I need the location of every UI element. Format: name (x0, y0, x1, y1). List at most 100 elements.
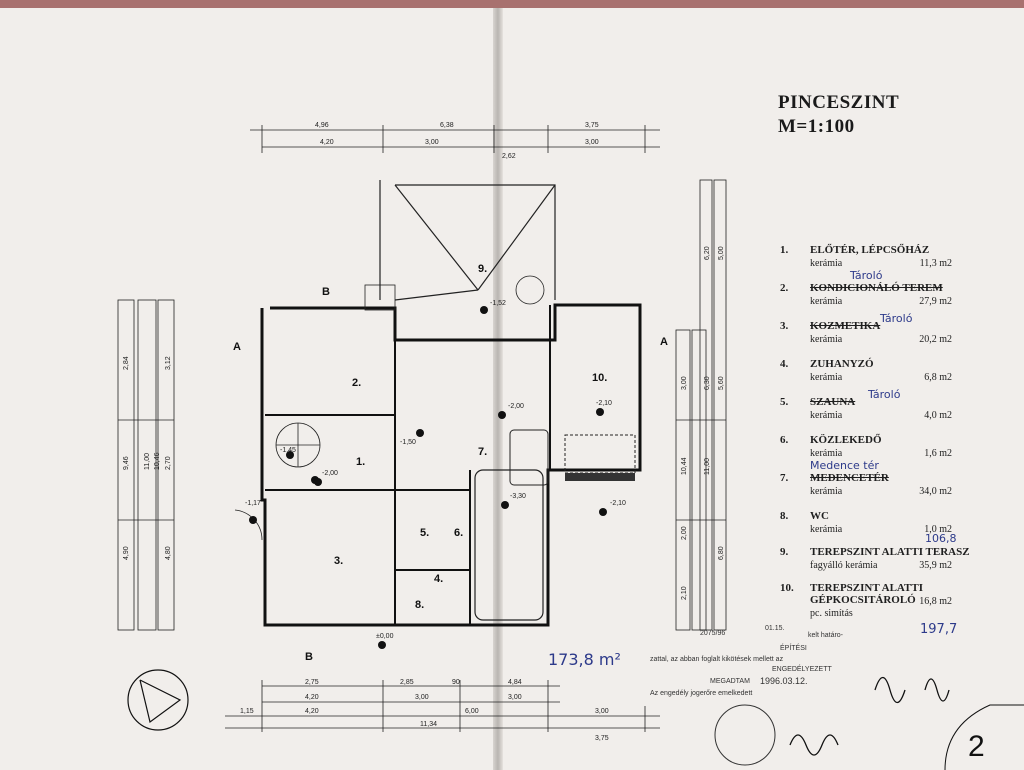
dim-left-8: 4,80 (165, 546, 172, 560)
dim-bottom-1: 2,75 (305, 679, 319, 686)
legend-item-4: 4. ZUHANYZÓ kerámia 6,8 m2 (780, 358, 980, 388)
legend-name: KOZMETIKA (810, 320, 881, 332)
legend-num: 2. (780, 282, 789, 294)
dim-bottom-total: 11,34 (420, 721, 437, 728)
dim-right-1: 6,20 (704, 246, 711, 260)
legend-name: KÖZLEKEDŐ (810, 434, 882, 446)
legend-material: kerámia (810, 296, 843, 307)
legend-material: kerámia (810, 448, 843, 459)
page-corner (944, 704, 1024, 770)
dim-bottom-11: 3,00 (595, 708, 609, 715)
legend-material: kerámia (810, 524, 843, 535)
legend-item-2: 2. KONDICIONÁLÓ TEREM kerámia 27,9 m2 Tá… (780, 269, 980, 312)
legend-note: Medence tér (810, 459, 879, 472)
legend-note: Tároló (880, 312, 913, 325)
dim-top-7: 3,00 (585, 139, 599, 146)
room-label-6: 6. (454, 527, 463, 539)
dim-right-2: 5,00 (718, 246, 725, 260)
pool-steps (509, 429, 549, 486)
dim-right-4: 5,60 (718, 376, 725, 390)
stamp-line4: ENGEDÉLYEZETT (772, 666, 832, 673)
page-number: 2 (968, 730, 985, 763)
legend-material: kerámia (810, 334, 843, 345)
dim-top-3: 3,75 (585, 122, 599, 129)
section-a-right: A (660, 336, 668, 348)
legend-material: kerámia (810, 410, 843, 421)
room-label-3: 3. (334, 555, 343, 567)
legend-note: 106,8 (925, 532, 957, 545)
dim-bottom-2: 2,85 (400, 679, 414, 686)
legend-material: kerámia (810, 258, 843, 269)
room-label-7: 7. (478, 446, 487, 458)
dim-left-3: 9,46 (123, 456, 130, 470)
legend-area: 6,8 m2 (924, 372, 952, 383)
legend-name: ZUHANYZÓ (810, 358, 874, 370)
stamp-line2: ÉPÍTÉSI (780, 645, 807, 652)
dim-right-7: 11,00 (704, 458, 711, 475)
legend-num: 10. (780, 582, 794, 594)
section-a-left: A (233, 341, 241, 353)
room-label-4: 4. (434, 573, 443, 585)
level-10: ±0,00 (376, 633, 394, 640)
stamp-line1: kelt határo- (808, 632, 844, 639)
dim-right-5: 3,00 (681, 376, 688, 390)
legend-num: 9. (780, 546, 789, 558)
legend-name-line2: GÉPKOCSITÁROLÓ (810, 594, 916, 606)
dim-right-10: 2,10 (681, 586, 688, 600)
level-4: -1,50 (400, 439, 416, 446)
stamp-date-prefix: 01.15. (765, 625, 785, 632)
dim-left-1: 2,84 (123, 356, 130, 370)
stamp-line6: Az engedély jogerőre emelkedett (650, 690, 753, 697)
stamp-ref: 2075/96 (700, 630, 726, 637)
level-7: -1,17 (245, 500, 261, 507)
dim-bottom-6: 3,00 (415, 694, 429, 701)
dim-top-1: 4,96 (315, 122, 329, 129)
top-dimension-chain (250, 125, 660, 153)
level-6: -1,45 (280, 447, 296, 454)
dim-top-6: 2,62 (502, 153, 516, 160)
dim-bottom-7: 3,00 (508, 694, 522, 701)
legend-num: 6. (780, 434, 789, 446)
legend-num: 4. (780, 358, 789, 370)
signature-icon (874, 676, 950, 704)
room-label-5: 5. (420, 527, 429, 539)
legend-item-10: 10. TEREPSZINT ALATTI GÉPKOCSITÁROLÓ pc.… (780, 582, 980, 637)
legend-name: KONDICIONÁLÓ TEREM (810, 282, 943, 294)
section-b-top: B (322, 286, 330, 298)
legend-name: SZAUNA (810, 396, 856, 408)
level-9: -2,10 (610, 500, 626, 507)
stamp-line5: MEGADTAM (710, 678, 750, 685)
dim-left-6: 2,70 (165, 456, 172, 470)
dim-right-6: 10,44 (681, 457, 688, 475)
pool-outline (474, 469, 544, 621)
stamp-line3: zattal, az abban foglalt kikötések melle… (650, 656, 784, 663)
dim-top-5: 3,00 (425, 139, 439, 146)
building-walls (260, 303, 642, 627)
staircase (275, 275, 545, 468)
legend-num: 1. (780, 244, 789, 256)
legend-material: kerámia (810, 372, 843, 383)
signature-2-icon (789, 734, 839, 756)
section-b-bottom: B (305, 651, 313, 663)
legend-item-9: 9. TEREPSZINT ALATTI TERASZ fagyálló ker… (780, 532, 980, 576)
dim-bottom-right: 3,75 (595, 735, 609, 742)
legend-name: WC (810, 510, 829, 522)
dim-bottom-3: 90 (452, 679, 460, 686)
total-area-note: 173,8 m² (548, 650, 621, 669)
legend-area: 1,6 m2 (924, 448, 952, 459)
legend-area: 35,9 m2 (919, 560, 952, 571)
dim-bottom-5: 4,20 (305, 694, 319, 701)
legend-item-7: 7. MEDENCETÉR kerámia 34,0 m2 Medence té… (780, 459, 980, 502)
dim-top-4: 4,20 (320, 139, 334, 146)
room-label-2: 2. (352, 377, 361, 389)
legend-note: Tároló (868, 388, 901, 401)
stamp-date: 1996.03.12. (760, 676, 808, 686)
dim-bottom-9: 4,20 (305, 708, 319, 715)
dim-right-8: 2,00 (681, 526, 688, 540)
left-dimension-chain (117, 299, 175, 631)
legend-name: TEREPSZINT ALATTI (810, 582, 923, 594)
legend-item-8: 8. WC kerámia 1,0 m2 (780, 510, 980, 540)
